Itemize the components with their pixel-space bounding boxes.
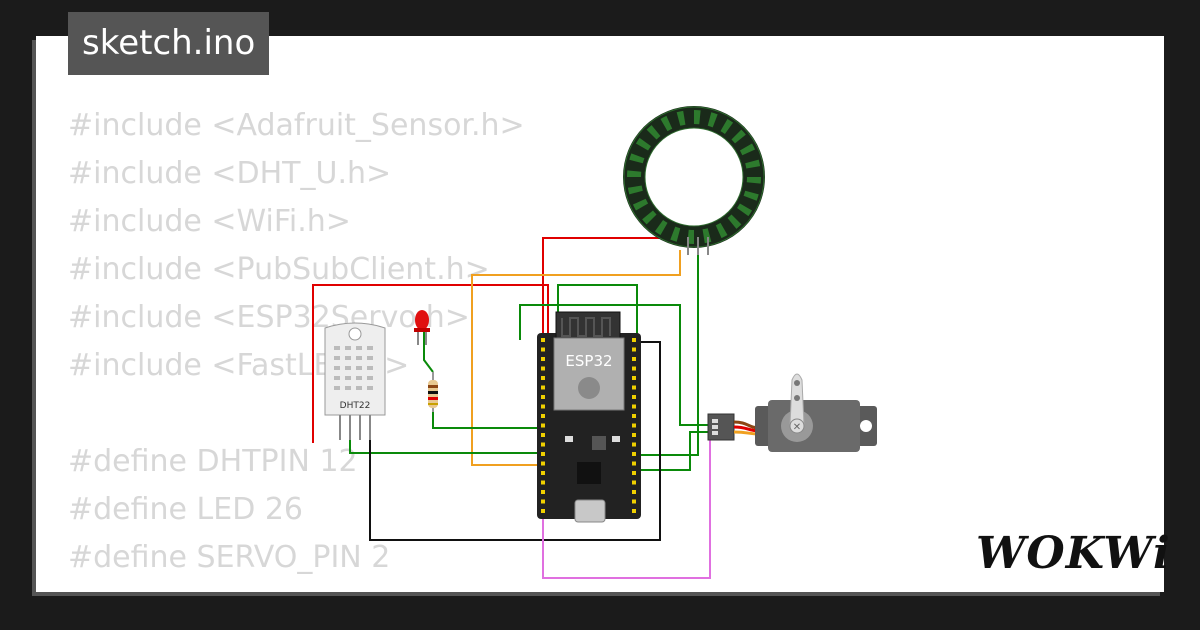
header-pin: [632, 480, 636, 485]
header-pin: [632, 338, 636, 342]
header-pin: [541, 509, 545, 513]
code-line: #define DHTPIN 12: [68, 444, 358, 479]
wire-red-dht: [312, 284, 549, 443]
header-pin: [541, 385, 545, 390]
esp32-board[interactable]: ESP32: [537, 311, 641, 523]
header-pin: [541, 366, 545, 371]
mcu-label: ESP32: [565, 352, 612, 370]
dht-label: DHT22: [340, 401, 371, 411]
red-led[interactable]: [414, 310, 430, 345]
wokwi-logo: WOKWi: [976, 528, 1171, 579]
wire-green-led2: [423, 332, 434, 373]
header-pin: [541, 395, 545, 399]
header-pin: [632, 490, 636, 494]
header-pin: [632, 452, 636, 456]
header-pin: [541, 433, 545, 437]
header-pin: [632, 433, 636, 437]
header-pin: [541, 376, 545, 380]
header-pin: [632, 404, 636, 409]
wire-green-dht: [349, 440, 542, 454]
code-line: #include <WiFi.h>: [68, 204, 351, 239]
dht22-sensor[interactable]: DHT22: [324, 322, 386, 440]
header-pin: [632, 471, 636, 475]
wire-green-servo: [640, 431, 710, 471]
led-ring[interactable]: [623, 106, 765, 255]
header-pin: [541, 471, 545, 475]
header-pin: [632, 347, 636, 352]
code-line: #define SERVO_PIN 2: [68, 540, 391, 575]
header-pin: [632, 395, 636, 399]
header-pin: [632, 509, 636, 513]
header-pin: [632, 414, 636, 418]
code-line: #include <DHT_U.h>: [68, 156, 392, 191]
wire-orange-ring: [471, 250, 681, 466]
header-pin: [541, 452, 545, 456]
header-pin: [632, 376, 636, 380]
header-pin: [541, 404, 545, 409]
code-line: #define LED_PIN 4: [68, 582, 525, 592]
header-pin: [632, 423, 636, 428]
code-line: #include <Adafruit_Sensor.h>: [68, 108, 525, 143]
header-pin: [541, 461, 545, 466]
wire-green-top: [519, 304, 710, 426]
header-pin: [632, 499, 636, 504]
svg-text:✕: ✕: [793, 422, 801, 433]
header-pin: [541, 490, 545, 494]
servo-motor[interactable]: ✕: [707, 373, 877, 452]
wire-green-res: [432, 412, 542, 429]
header-pin: [541, 347, 545, 352]
header-pin: [632, 357, 636, 361]
header-pin: [632, 385, 636, 390]
code-line: #include <PubSubClient.h>: [68, 252, 490, 287]
header-pin: [541, 480, 545, 485]
wire-black: [369, 341, 661, 541]
header-pin: [632, 442, 636, 447]
header-pin: [541, 357, 545, 361]
header-pin: [541, 499, 545, 504]
header-pin: [541, 423, 545, 428]
wire-pink: [542, 438, 711, 579]
header-pin: [541, 338, 545, 342]
file-tab[interactable]: sketch.ino: [68, 12, 270, 75]
header-pin: [541, 442, 545, 447]
resistor[interactable]: [428, 372, 438, 412]
header-pin: [541, 414, 545, 418]
code-line: #define LED 26: [68, 492, 304, 527]
header-pin: [632, 461, 636, 466]
header-pin: [632, 366, 636, 371]
